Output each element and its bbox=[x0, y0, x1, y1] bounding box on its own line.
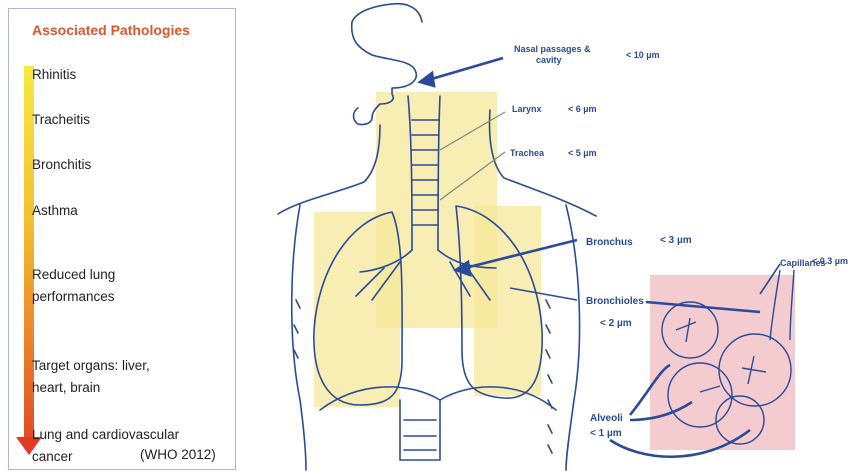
bronchus-size: < 3 µm bbox=[660, 235, 692, 246]
alveoli-highlight bbox=[650, 275, 795, 450]
right-shoulder bbox=[490, 110, 596, 216]
bronchioles-size: < 2 µm bbox=[600, 318, 632, 329]
alveoli-label: Alveoli bbox=[590, 413, 623, 424]
nasal-size: < 10 µm bbox=[626, 50, 659, 61]
nasal-label-line1: Nasal passages & bbox=[514, 44, 591, 55]
bronchus-label: Bronchus bbox=[586, 237, 633, 248]
alveoli-size: < 1 µm bbox=[590, 428, 622, 439]
nasal-label: Nasal passages & cavity bbox=[514, 44, 591, 66]
capillaries-size: < 0.3 µm bbox=[812, 256, 848, 267]
left-lung-highlight bbox=[314, 212, 400, 407]
trachea-size: < 5 µm bbox=[568, 148, 596, 159]
trachea-label: Trachea bbox=[510, 148, 544, 159]
bronchioles-label: Bronchioles bbox=[586, 296, 644, 307]
larynx-label: Larynx bbox=[512, 104, 542, 115]
right-lung-highlight bbox=[474, 206, 541, 396]
nasal-arrow bbox=[428, 58, 503, 80]
head-outline bbox=[352, 4, 392, 22]
nasal-label-line2: cavity bbox=[514, 55, 591, 66]
left-shoulder bbox=[278, 125, 380, 214]
left-torso bbox=[292, 205, 306, 470]
larynx-size: < 6 µm bbox=[568, 104, 596, 115]
